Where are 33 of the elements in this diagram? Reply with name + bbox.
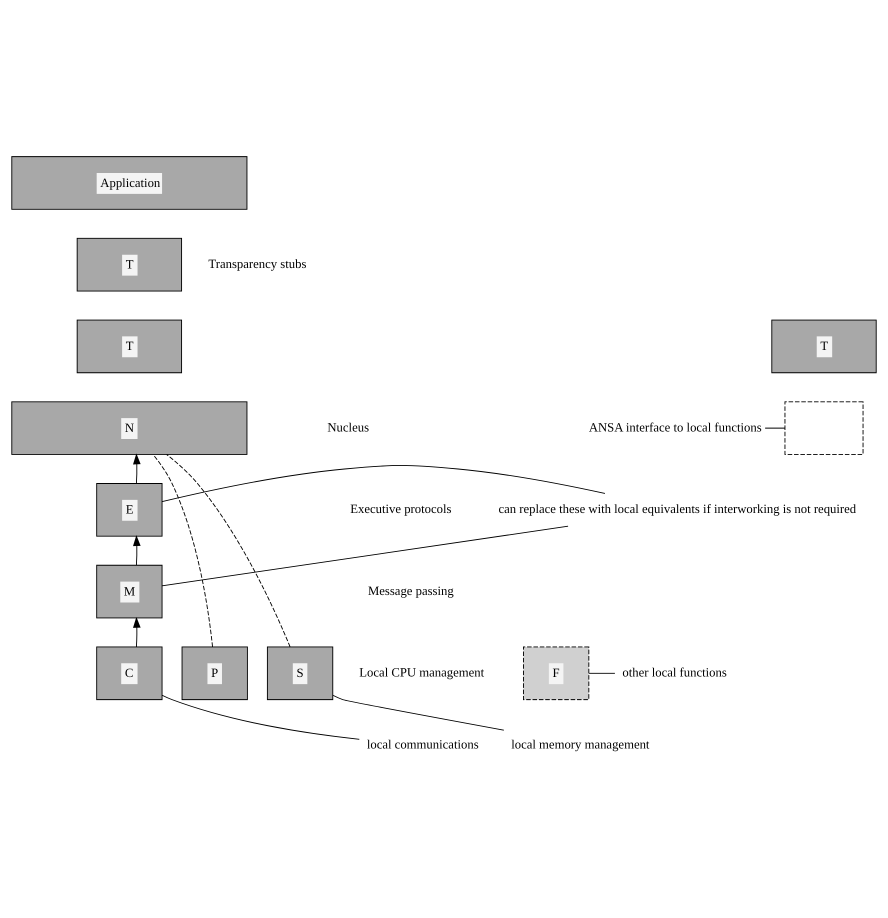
node-box: T bbox=[771, 320, 877, 374]
label: Transparency stubs bbox=[208, 257, 306, 272]
node-box: N bbox=[11, 401, 248, 455]
node-text: local communications bbox=[366, 737, 479, 752]
node-text: other local functions bbox=[622, 666, 727, 680]
arrow bbox=[133, 453, 141, 484]
node-box: F bbox=[523, 646, 590, 700]
connector bbox=[764, 428, 786, 429]
node-text: ANSA interface to local functions bbox=[588, 420, 762, 434]
node-box: T bbox=[76, 320, 182, 374]
connector bbox=[588, 672, 616, 674]
node-box: M bbox=[96, 564, 163, 618]
node-box: Application bbox=[11, 156, 248, 210]
connector bbox=[166, 454, 291, 648]
node-box: P bbox=[182, 646, 248, 700]
node-box: C bbox=[96, 646, 163, 700]
arrow bbox=[133, 535, 141, 566]
node-text: can replace these with local equivalents if interworking is not required bbox=[498, 502, 856, 516]
node-box bbox=[784, 401, 864, 455]
node-box: E bbox=[96, 483, 163, 537]
label: Executive protocols bbox=[350, 502, 452, 516]
connector bbox=[332, 694, 504, 731]
connector bbox=[162, 465, 606, 502]
label: Local CPU management bbox=[359, 666, 484, 680]
node-text: local memory management bbox=[511, 737, 650, 752]
label: Nucleus bbox=[327, 420, 370, 434]
node-box: T bbox=[76, 238, 182, 292]
node-box: S bbox=[266, 646, 334, 700]
arrow bbox=[133, 616, 141, 648]
connector bbox=[162, 526, 569, 586]
label: Message passing bbox=[368, 584, 454, 598]
connector bbox=[162, 694, 360, 740]
connector bbox=[152, 454, 213, 648]
